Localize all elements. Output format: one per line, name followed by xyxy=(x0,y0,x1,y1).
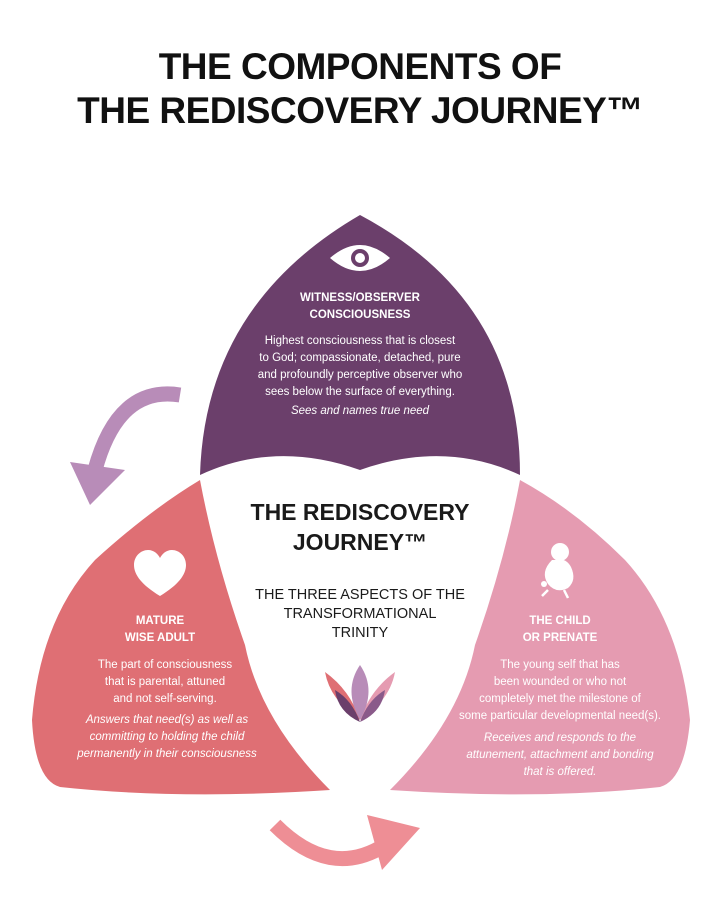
adult-role-line-1: Answers that need(s) as well as xyxy=(85,714,249,726)
witness-role: Sees and names true need xyxy=(290,405,430,417)
child-heading-line-2: OR PRENATE xyxy=(522,632,598,644)
heart-icon xyxy=(134,550,186,596)
center-title-line-1: THE REDISCOVERY xyxy=(250,499,470,525)
child-heading-line-1: THE CHILD xyxy=(529,615,591,627)
witness-description: Highest consciousness that is closest to… xyxy=(235,333,485,401)
witness-desc-line-1: Highest consciousness that is closest xyxy=(264,335,456,347)
eye-icon xyxy=(330,245,390,271)
lotus-icon xyxy=(325,665,395,722)
child-description: The young self that has been wounded or … xyxy=(445,657,675,725)
child-role-line-3: that is offered. xyxy=(523,766,597,778)
adult-desc-line-1: The part of consciousness xyxy=(97,659,233,671)
witness-desc-line-2: to God; compassionate, detached, pure xyxy=(259,352,461,364)
child-desc-line-3: completely met the milestone of xyxy=(479,693,641,705)
adult-desc-line-3: and not self-serving. xyxy=(113,693,217,705)
witness-heading-line-2: CONSCIOUSNESS xyxy=(309,309,411,321)
child-desc-line-2: been wounded or who not xyxy=(493,676,627,688)
adult-section xyxy=(32,480,330,795)
page-title-line-1: THE COMPONENTS OF xyxy=(158,46,562,87)
witness-desc-line-3: and profoundly perceptive observer who xyxy=(257,369,463,381)
witness-heading-line-1: WITNESS/OBSERVER xyxy=(300,292,420,304)
child-desc-line-4: some particular developmental need(s). xyxy=(459,710,661,722)
adult-role: Answers that need(s) as well as committi… xyxy=(52,712,282,763)
adult-heading-line-2: WISE ADULT xyxy=(124,632,196,644)
center-subtitle-line-3: TRINITY xyxy=(331,625,389,641)
witness-section xyxy=(200,215,520,475)
adult-heading: MATURE WISE ADULT xyxy=(100,613,220,647)
child-role: Receives and responds to the attunement,… xyxy=(445,730,675,781)
cycle-arrow-left xyxy=(70,386,182,505)
page-title-line-2: THE REDISCOVERY JOURNEY™ xyxy=(77,90,643,131)
adult-heading-line-1: MATURE xyxy=(135,615,185,627)
center-subtitle-line-2: TRANSFORMATIONAL xyxy=(283,606,437,622)
child-section xyxy=(390,480,690,795)
adult-description: The part of consciousness that is parent… xyxy=(70,657,260,708)
adult-role-line-2: committing to holding the child xyxy=(89,731,245,743)
child-desc-line-1: The young self that has xyxy=(500,659,620,671)
adult-role-line-3: permanently in their consciousness xyxy=(77,748,257,760)
center-title-line-2: JOURNEY™ xyxy=(292,529,428,555)
witness-desc-line-4: sees below the surface of everything. xyxy=(265,386,455,398)
adult-desc-line-2: that is parental, attuned xyxy=(104,676,226,688)
witness-heading: WITNESS/OBSERVER CONSCIOUSNESS xyxy=(260,290,460,324)
cycle-arrow-bottom xyxy=(269,815,420,870)
child-heading: THE CHILD OR PRENATE xyxy=(500,613,620,647)
child-role-line-1: Receives and responds to the xyxy=(483,732,637,744)
center-subtitle-line-1: THE THREE ASPECTS OF THE xyxy=(255,587,465,603)
child-role-line-2: attunement, attachment and bonding xyxy=(466,749,654,761)
fetus-icon xyxy=(541,543,574,599)
